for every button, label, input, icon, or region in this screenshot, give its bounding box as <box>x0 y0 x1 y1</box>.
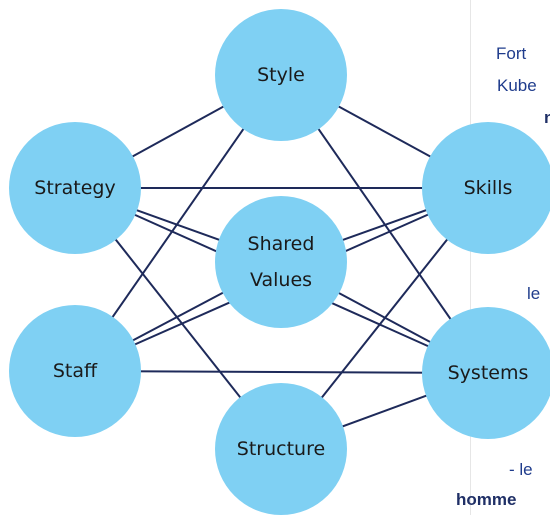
side-text-homme: homme <box>456 490 517 509</box>
node-label-systems-0: Systems <box>448 362 529 384</box>
node-systems: Systems <box>422 307 550 439</box>
side-text-n: n <box>544 108 550 127</box>
node-circle-style <box>215 9 347 141</box>
side-text-le: le <box>527 284 541 303</box>
node-circle-skills <box>422 122 550 254</box>
node-staff: Staff <box>9 305 141 437</box>
side-text-kube: Kube <box>497 76 537 95</box>
edge-staff-systems <box>74 370 489 374</box>
node-skills: Skills <box>422 122 550 254</box>
node-style: Style <box>215 9 347 141</box>
node-label-skills-0: Skills <box>464 177 513 199</box>
node-circle-structure <box>215 383 347 515</box>
node-circle-shared-values <box>215 196 347 328</box>
node-label-staff-0: Staff <box>53 360 98 382</box>
node-label-strategy-0: Strategy <box>34 177 115 199</box>
side-text-dash-le: - le <box>509 460 533 479</box>
node-label-structure-0: Structure <box>237 438 325 460</box>
node-structure: Structure <box>215 383 347 515</box>
side-text-fort: Fort <box>496 44 527 63</box>
node-circle-staff <box>9 305 141 437</box>
page-edge-divider <box>470 0 471 515</box>
node-circle-systems <box>422 307 550 439</box>
node-circle-strategy <box>9 122 141 254</box>
node-label-style-0: Style <box>257 64 305 86</box>
node-label-shared-values-0: Shared <box>248 233 315 255</box>
node-label-shared-values-1: Values <box>250 269 312 291</box>
node-strategy: Strategy <box>9 122 141 254</box>
